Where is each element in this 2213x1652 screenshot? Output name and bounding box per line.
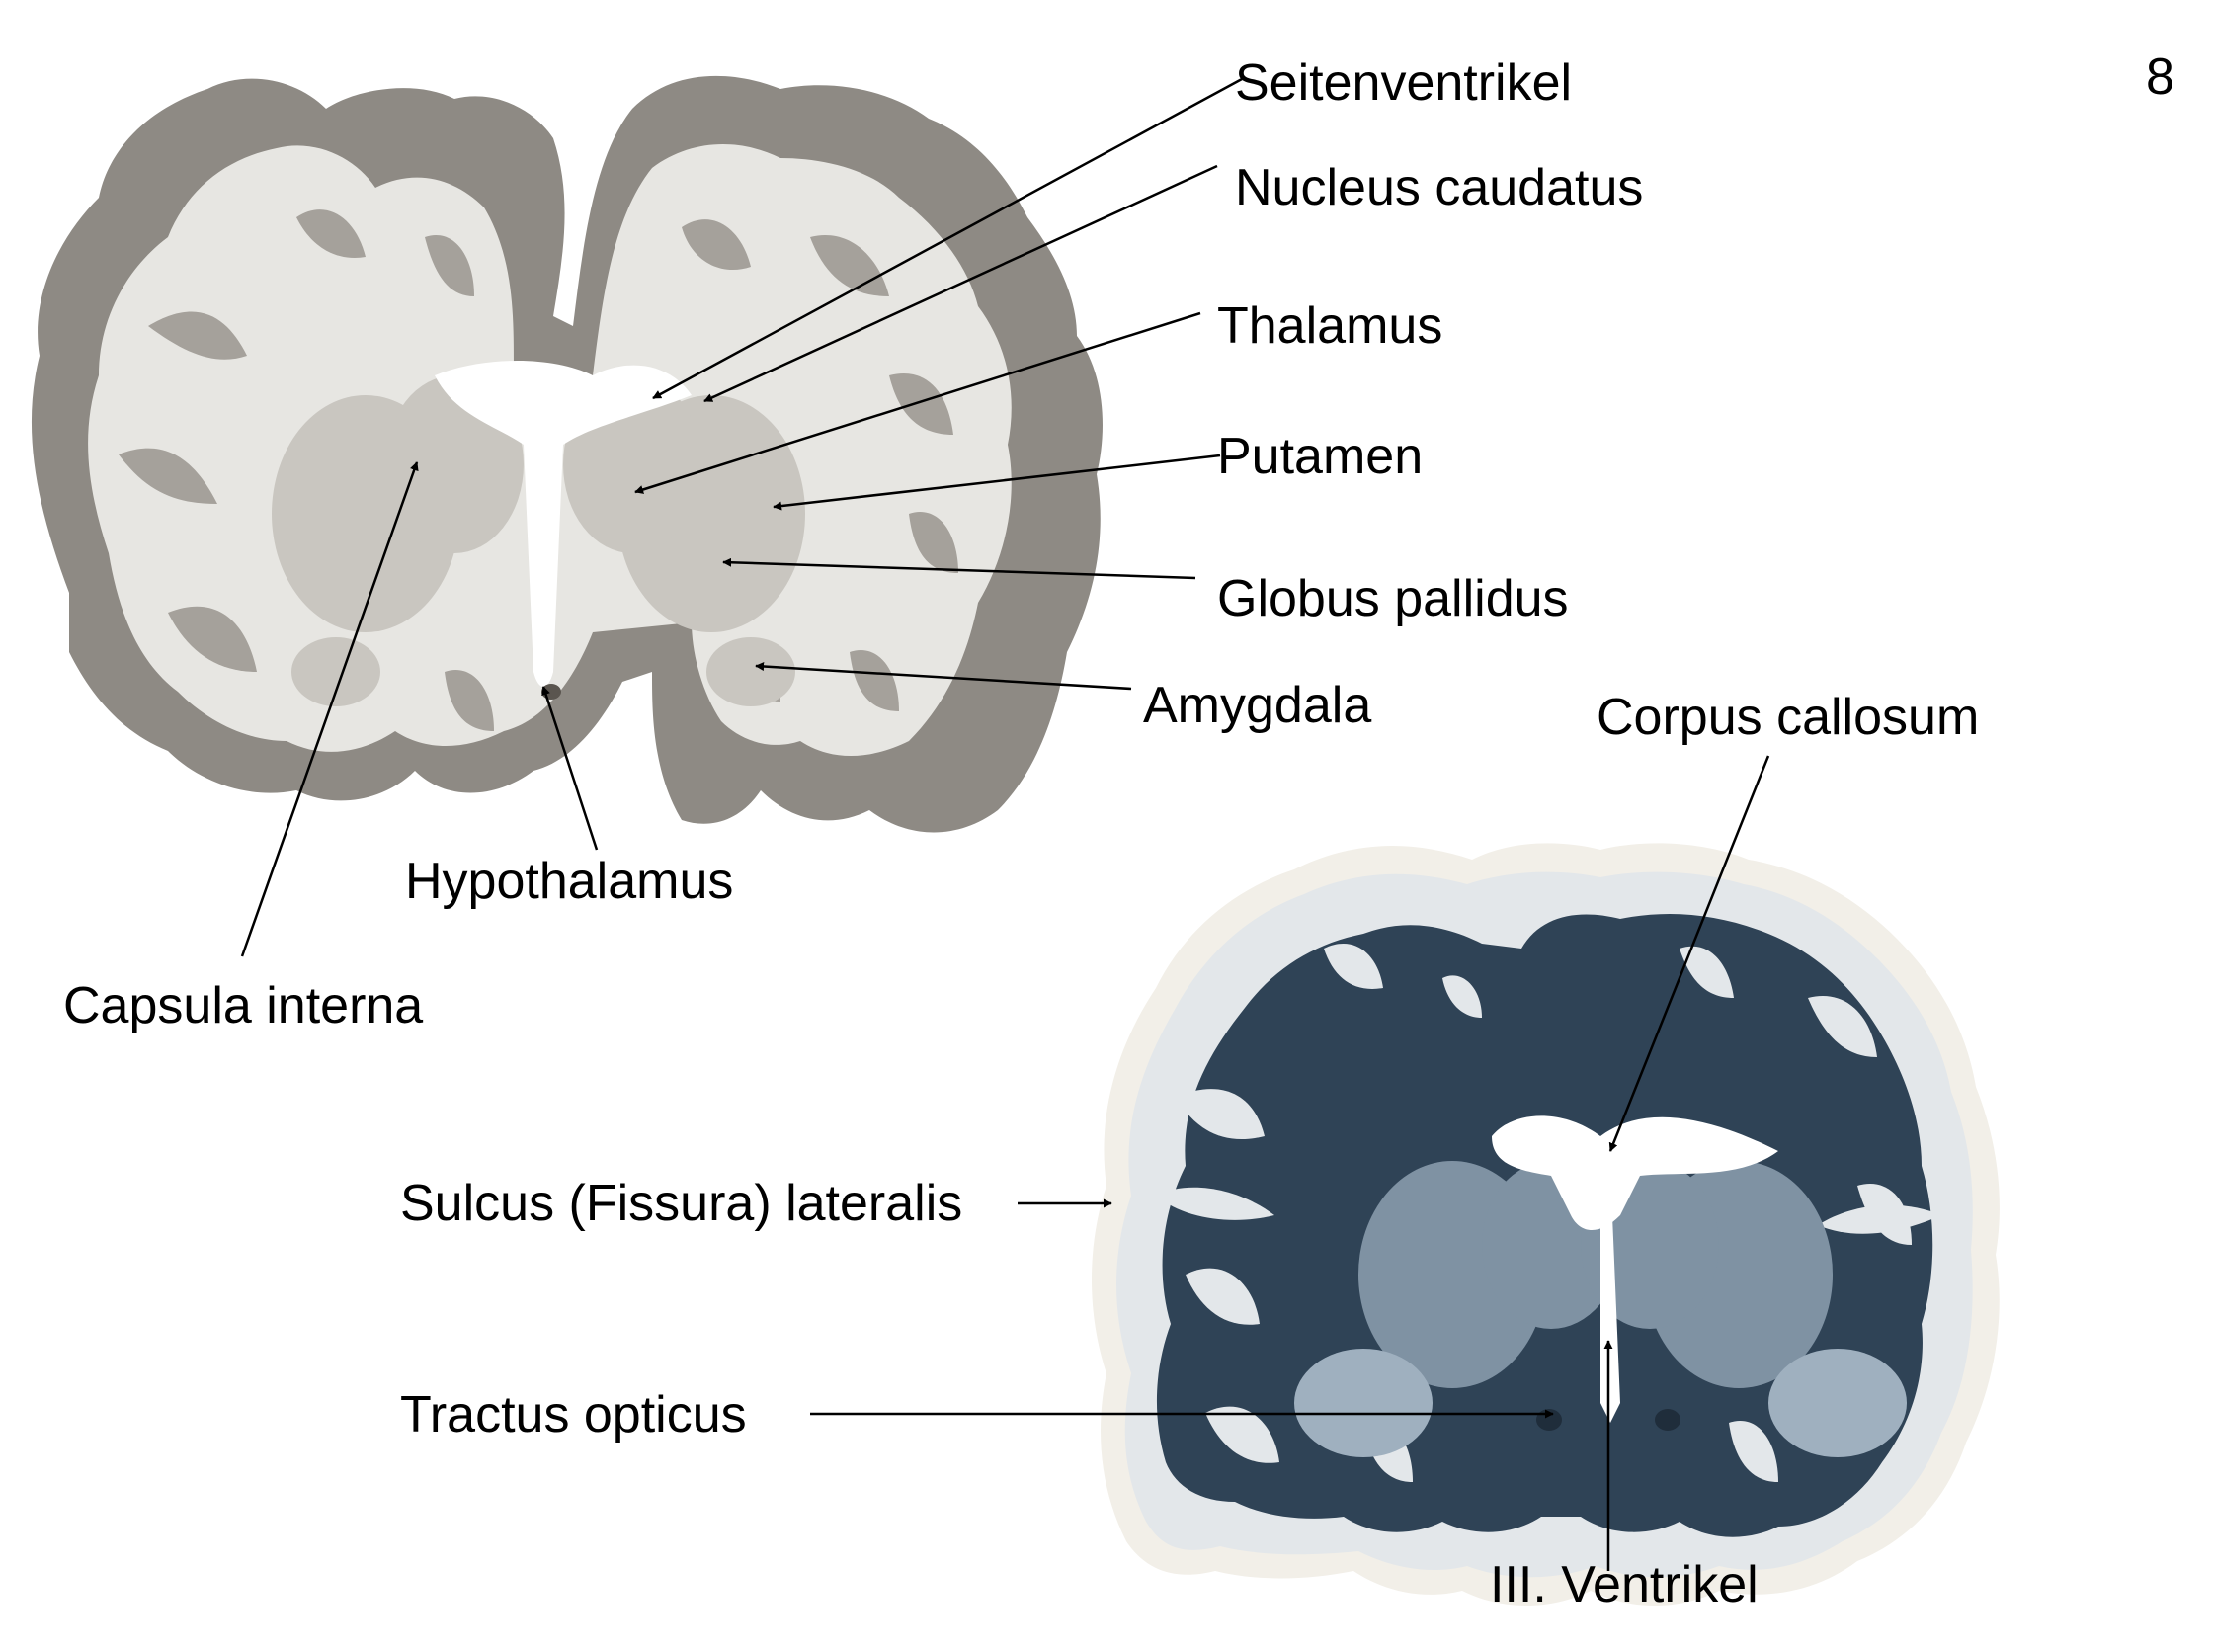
lower-deep-nuclei: [1358, 1161, 1833, 1388]
leader-seitenventrikel: [652, 77, 1243, 400]
label-sulcus-lateralis: Sulcus (Fissura) lateralis: [400, 1175, 963, 1232]
label-corpus-callosum: Corpus callosum: [1597, 689, 1980, 746]
label-seitenventrikel: Seitenventrikel: [1235, 54, 1573, 112]
leader-nucleus-caudatus: [703, 164, 1218, 403]
label-tractus-opticus: Tractus opticus: [400, 1386, 747, 1444]
upper-ventricles: [435, 361, 692, 687]
leader-lines: [240, 77, 1770, 1571]
lower-lateral-ventricles: [1492, 1115, 1778, 1230]
upper-sulci: [119, 209, 958, 731]
label-capsula-interna: Capsula interna: [63, 977, 424, 1034]
lower-third-ventricle: [1600, 1215, 1620, 1423]
leader-corpus-callosum: [1608, 755, 1770, 1152]
leader-globus-pallidus: [722, 557, 1196, 580]
leader-capsula-interna: [240, 461, 419, 957]
page-number: 8: [2146, 48, 2174, 106]
label-hypothalamus: Hypothalamus: [405, 853, 734, 910]
lower-brain-section: [1092, 843, 2000, 1606]
label-nucleus-caudatus: Nucleus caudatus: [1235, 159, 1644, 216]
leader-thalamus: [634, 311, 1201, 494]
label-thalamus: Thalamus: [1217, 297, 1443, 355]
label-amygdala: Amygdala: [1143, 677, 1372, 734]
label-putamen: Putamen: [1217, 428, 1424, 485]
upper-brain-section: [31, 75, 1103, 833]
leader-amygdala: [755, 661, 1132, 691]
leader-hypothalamus: [541, 686, 599, 851]
lower-basal-shading: [1294, 1349, 1907, 1457]
leader-putamen: [773, 454, 1221, 511]
label-ventrikel-iii: III. Ventrikel: [1490, 1556, 1759, 1613]
label-globus-pallidus: Globus pallidus: [1217, 570, 1569, 627]
